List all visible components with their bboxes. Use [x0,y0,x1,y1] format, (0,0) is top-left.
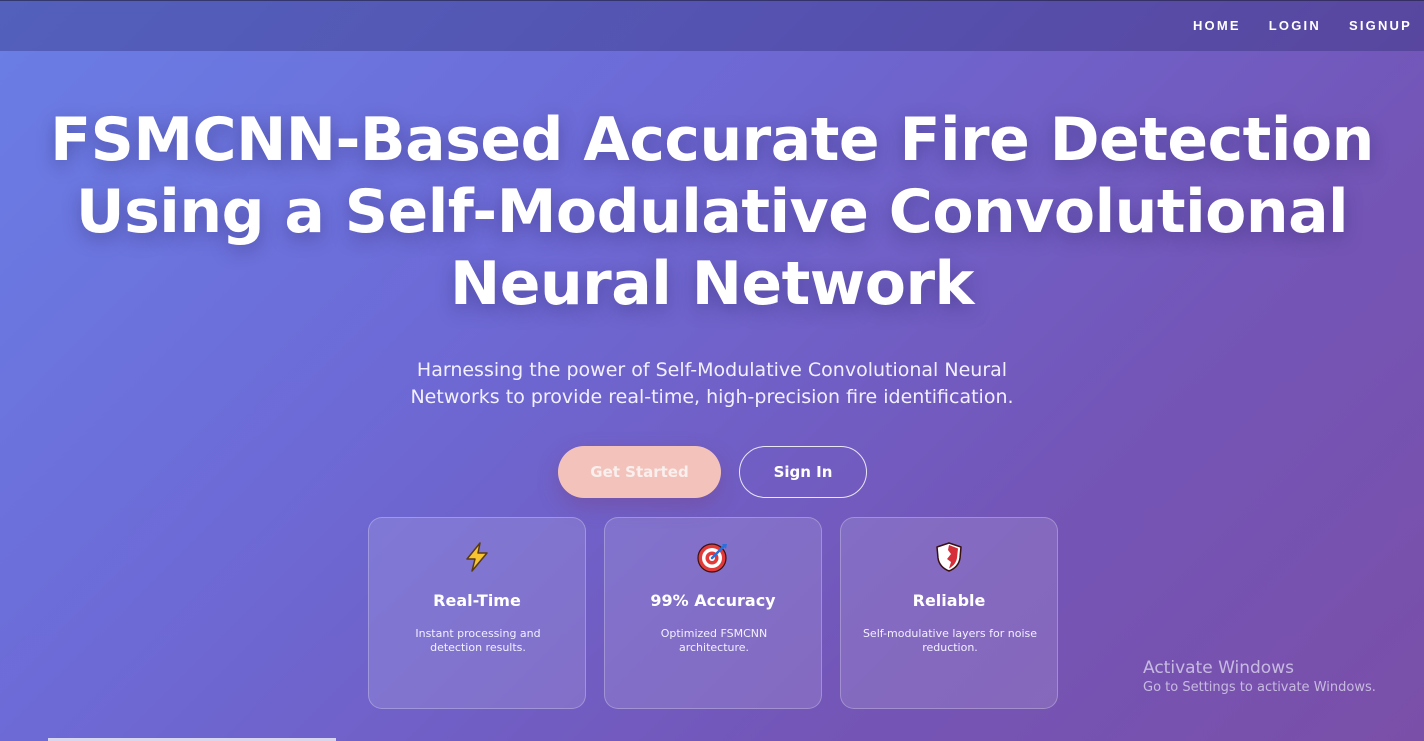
feature-title: 99% Accuracy [650,591,776,610]
bottom-scroll-strip [48,738,336,741]
feature-description-line: Self-modulative layers for noise [862,627,1038,640]
nav-login-link[interactable]: LOGIN [1268,18,1321,33]
feature-title: Reliable [912,591,986,610]
feature-card-accuracy: 99% Accuracy Optimized FSMCNN architectu… [604,517,822,709]
hero-title-line: Using a Self-Modulative Convolutional [75,177,1349,247]
feature-description-line: Instant processing and [415,627,541,640]
top-navbar: HOME LOGIN SIGNUP [0,0,1424,51]
hero-title-line: FSMCNN-Based Accurate Fire Detection [50,105,1374,175]
feature-card-real-time: Real-Time Instant processing and detecti… [368,517,586,709]
main-nav: HOME LOGIN SIGNUP [1193,18,1424,33]
hero-title-line: Neural Network [450,249,974,319]
nav-signup-link[interactable]: SIGNUP [1348,18,1412,33]
nav-home-link[interactable]: HOME [1192,18,1241,33]
feature-description-line: detection results. [430,641,526,654]
feature-card-reliable: Reliable Self-modulative layers for nois… [840,517,1058,709]
activate-windows-watermark: Activate Windows Go to Settings to activ… [1143,657,1376,697]
shield-icon [841,540,1057,574]
feature-title: Real-Time [433,591,521,610]
hero-subtitle: Harnessing the power of Self-Modulative … [362,357,1062,411]
watermark-title: Activate Windows [1143,658,1294,678]
hero-subtitle-line: Harnessing the power of Self-Modulative … [416,359,1008,381]
feature-description: Instant processing and detection results… [389,627,567,655]
hero-title: FSMCNN-Based Accurate Fire Detection Usi… [0,104,1424,320]
sign-in-button[interactable]: Sign In [739,446,867,498]
feature-description-line: reduction. [922,641,978,654]
feature-description-line: architecture. [678,641,750,654]
feature-description: Self-modulative layers for noise reducti… [861,627,1039,655]
feature-description-line: Optimized FSMCNN [660,627,768,640]
hero-subtitle-line: Networks to provide real-time, high-prec… [410,386,1014,408]
lightning-icon [369,540,585,574]
target-icon [605,540,821,574]
watermark-subtitle: Go to Settings to activate Windows. [1143,680,1376,695]
get-started-button[interactable]: Get Started [558,446,721,498]
feature-description: Optimized FSMCNN architecture. [625,627,803,655]
